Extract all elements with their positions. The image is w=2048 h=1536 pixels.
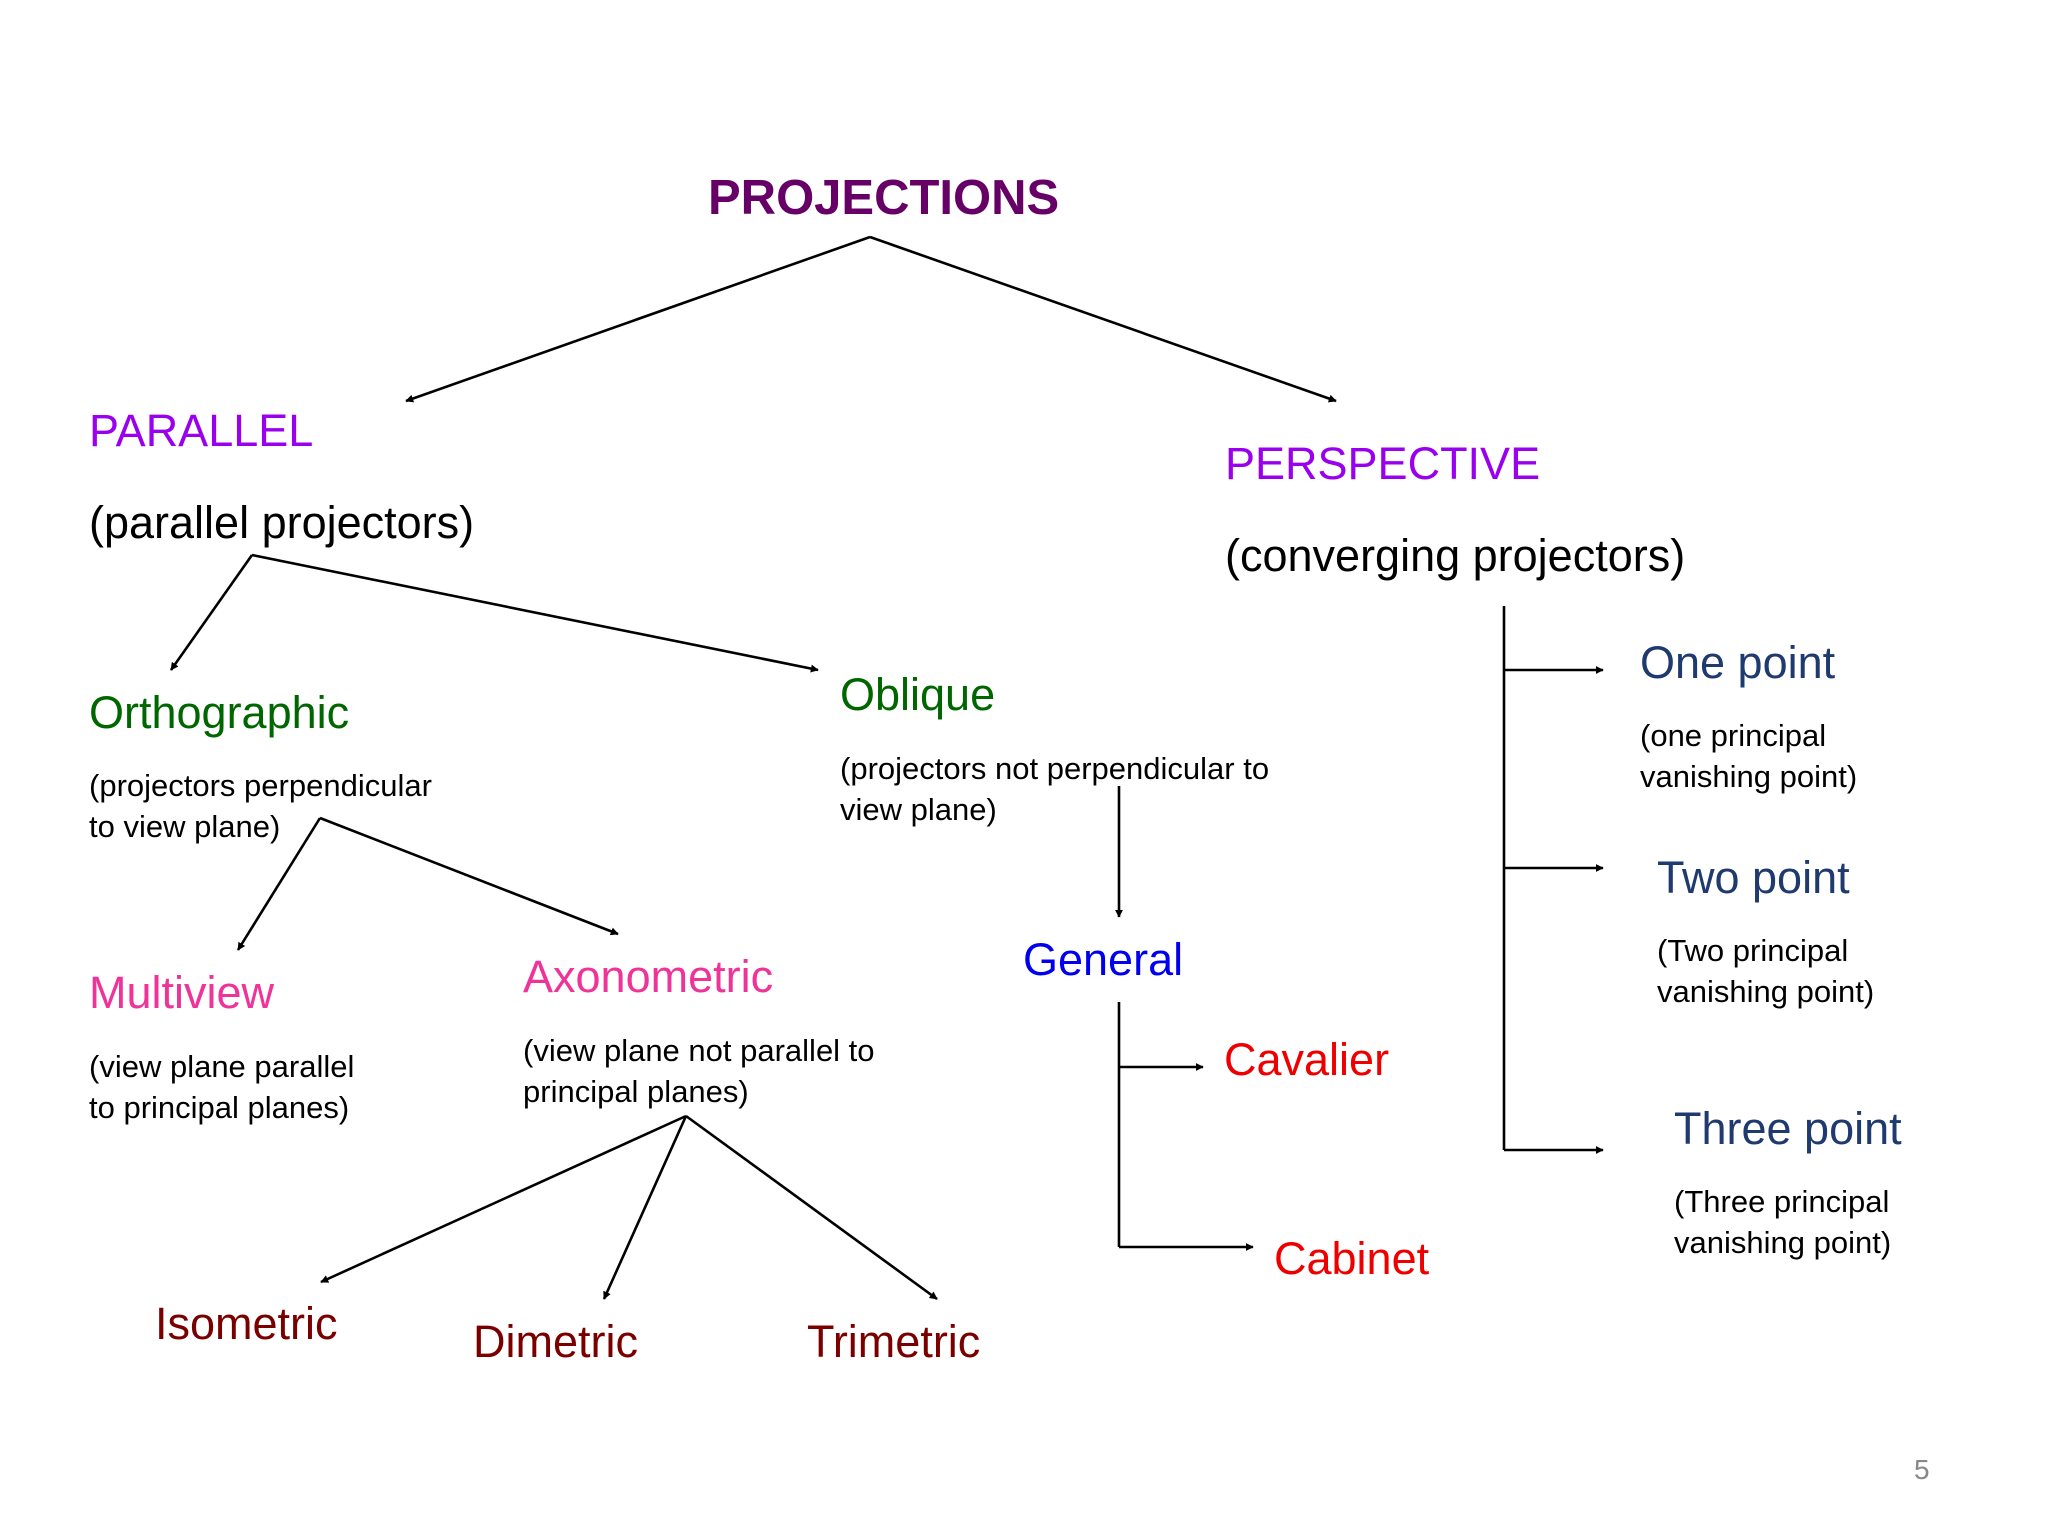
dimetric-label: Dimetric: [473, 1316, 638, 1367]
perspective-title: PERSPECTIVE: [1225, 438, 1541, 489]
three-point-note: (Three principal vanishing point): [1674, 1184, 1892, 1260]
arrow-projections-to-parallel: [405, 235, 871, 403]
two-point-note: (Two principal vanishing point): [1657, 933, 1875, 1009]
one-point-title: One point: [1640, 637, 1836, 688]
projections-title: PROJECTIONS: [708, 171, 1060, 225]
two-point-title: Two point: [1657, 852, 1850, 903]
cavalier-label: Cavalier: [1224, 1034, 1390, 1085]
axonometric-note: (view plane not parallel to principal pl…: [523, 1033, 875, 1109]
arrow-orthographic-to-axonometric: [319, 816, 619, 936]
oblique-note: (projectors not perpendicular to view pl…: [840, 751, 1270, 827]
perspective-note: (converging projectors): [1225, 530, 1686, 581]
one-point-note: (one principal vanishing point): [1640, 718, 1858, 794]
axonometric-title: Axonometric: [523, 951, 774, 1002]
parallel-title: PARALLEL: [89, 405, 314, 456]
parallel-note: (parallel projectors): [89, 497, 475, 548]
arrow-orthographic-to-multiview: [236, 817, 322, 951]
orthographic-note: (projectors perpendicular to view plane): [89, 768, 432, 844]
cabinet-label: Cabinet: [1274, 1233, 1430, 1284]
arrow-parallel-to-oblique: [251, 553, 819, 673]
multiview-title: Multiview: [89, 967, 275, 1018]
arrow-axonometric-to-isometric: [320, 1114, 687, 1284]
trimetric-label: Trimetric: [807, 1316, 981, 1367]
arrow-axonometric-to-dimetric: [602, 1115, 688, 1300]
arrow-parallel-to-orthographic: [169, 554, 254, 671]
page-number: 5: [1914, 1454, 1930, 1485]
three-point-title: Three point: [1674, 1103, 1902, 1154]
arrow-axonometric-to-trimetric: [685, 1114, 938, 1301]
multiview-note: (view plane parallel to principal planes…: [89, 1049, 355, 1125]
arrow-projections-to-perspective: [869, 235, 1337, 403]
oblique-title: Oblique: [840, 669, 996, 720]
orthographic-title: Orthographic: [89, 687, 350, 738]
general-label: General: [1023, 934, 1184, 985]
isometric-label: Isometric: [155, 1298, 338, 1349]
